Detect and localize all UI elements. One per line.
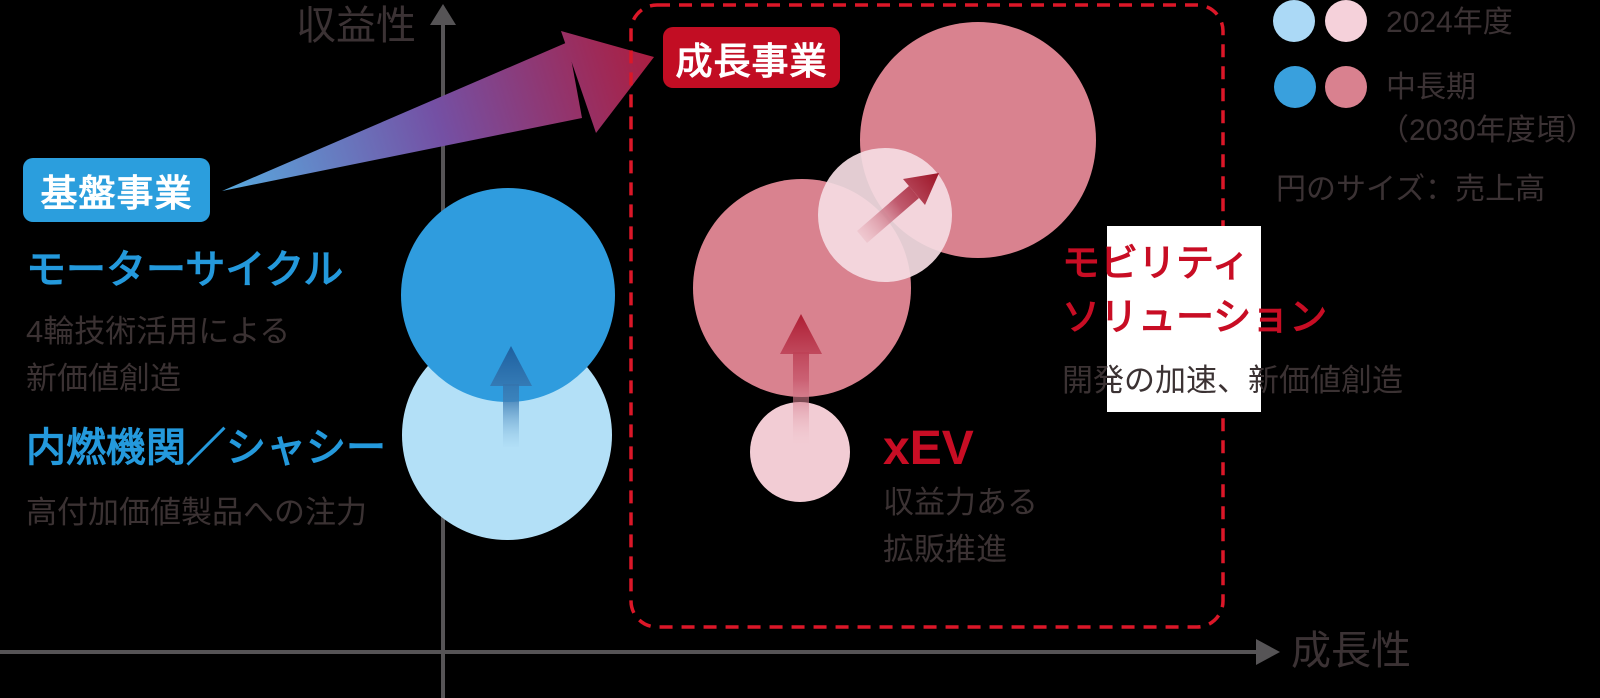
mobility-title-line2: ソリューション: [1062, 297, 1328, 339]
legend-label-2024: 2024年度: [1386, 6, 1513, 39]
mobility-label-backdrop: [1107, 226, 1261, 412]
legend-size-note: 円のサイズ：売上高: [1276, 173, 1546, 206]
xev-growth-arrow-head-icon: [780, 314, 822, 354]
base-business-badge: 基盤事業: [23, 158, 210, 222]
xev-desc-line2: 拡販推進: [883, 532, 1007, 567]
motorcycle-title: モーターサイクル: [26, 248, 344, 292]
mobility-growth-arrow-shaft: [857, 186, 919, 243]
mobility-growth-arrow-head-icon: [903, 173, 939, 205]
motorcycle-desc-line1: 4輪技術活用による: [26, 314, 291, 349]
legend-swatch-blue-2024: [1273, 0, 1315, 42]
motorcycle-desc: 4輪技術活用による 新価値創造: [26, 308, 290, 402]
mobility-desc: 開発の加速、新価値創造: [1062, 363, 1403, 398]
legend-swatch-pink-midterm: [1325, 66, 1367, 108]
xev-desc: 収益力ある 拡販推進: [883, 479, 1038, 573]
base-growth-arrow-head-icon: [490, 346, 532, 386]
mobility-title-line1: モビリティ: [1062, 243, 1250, 285]
growth-business-badge: 成長事業: [663, 27, 840, 88]
legend-swatch-pink-2024: [1325, 0, 1367, 42]
legend-swatch-blue-midterm: [1274, 66, 1316, 108]
engine-chassis-desc: 高付加価値製品への注力: [26, 495, 367, 530]
bubble-xev-2024: [750, 402, 850, 502]
xev-title: xEV: [883, 422, 974, 475]
x-axis-arrowhead-icon: [1256, 639, 1280, 665]
x-axis-label: 成長性: [1291, 629, 1411, 673]
base-business-badge-label: 基盤事業: [40, 173, 193, 214]
engine-chassis-title: 内燃機関／シャシー: [26, 426, 386, 470]
xev-growth-arrow-shaft: [793, 352, 809, 445]
bubble-base-midterm: [401, 188, 615, 402]
legend-label-midterm-year: （2030年度頃）: [1379, 114, 1596, 147]
motorcycle-desc-line2: 新価値創造: [26, 361, 181, 396]
growth-business-badge-label: 成長事業: [675, 40, 828, 82]
y-axis-label: 収益性: [296, 4, 416, 48]
xev-desc-line1: 収益力ある: [883, 485, 1038, 520]
base-growth-arrow-shaft: [503, 384, 519, 447]
legend-label-midterm: 中長期: [1386, 71, 1476, 104]
transition-arrow-shaft: [222, 42, 582, 191]
y-axis-arrowhead-icon: [430, 4, 456, 25]
